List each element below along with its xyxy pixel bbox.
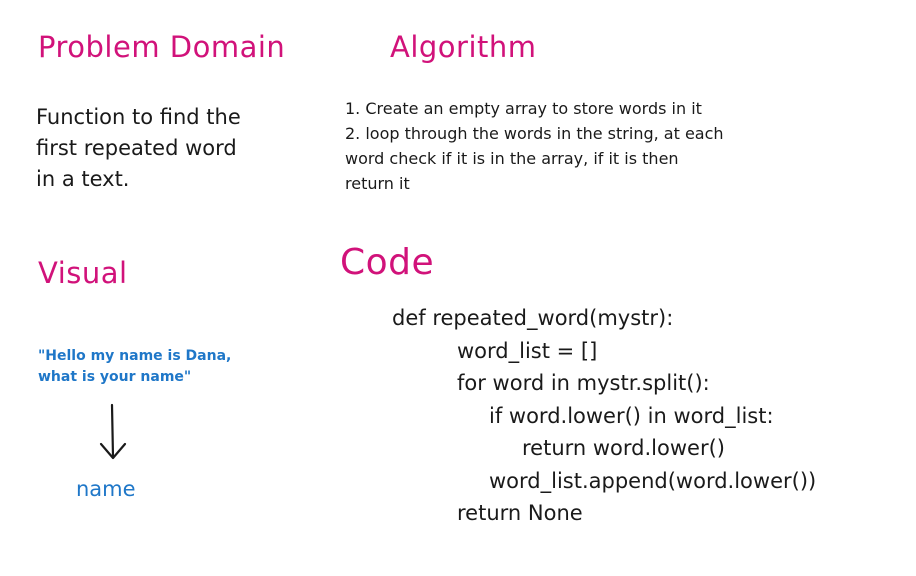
code-line: return word.lower() [522, 436, 725, 460]
arrow-down-icon [99, 403, 127, 460]
algorithm-line: 2. loop through the words in the string,… [345, 124, 724, 143]
code-heading: Code [340, 242, 435, 283]
problem-domain-line: in a text. [36, 167, 130, 191]
algorithm-line: return it [345, 174, 410, 193]
algorithm-steps: 1. Create an empty array to store words … [345, 96, 905, 196]
code-block: def repeated_word(mystr): word_list = []… [392, 302, 816, 530]
code-line: for word in mystr.split(): [457, 371, 710, 395]
code-line: word_list = [] [457, 338, 598, 363]
visual-input-string: "Hello my name is Dana, what is your nam… [38, 346, 231, 388]
visual-input-line: "Hello my name is Dana, [38, 348, 232, 364]
code-line: if word.lower() in word_list: [489, 403, 774, 428]
algorithm-heading: Algorithm [390, 30, 537, 64]
problem-domain-line: first repeated word [36, 136, 237, 160]
visual-heading: Visual [38, 256, 128, 290]
code-line: def repeated_word(mystr): [392, 306, 674, 330]
code-line: return None [457, 501, 583, 525]
algorithm-line: 1. Create an empty array to store words … [345, 99, 702, 118]
problem-domain-heading: Problem Domain [38, 30, 286, 64]
problem-domain-text: Function to find the first repeated word… [36, 102, 316, 195]
algorithm-line: word check if it is in the array, if it … [345, 149, 679, 168]
problem-domain-line: Function to find the [36, 105, 241, 129]
visual-output-word: name [76, 477, 136, 501]
visual-input-line: what is your name" [38, 369, 192, 385]
code-line: word_list.append(word.lower()) [489, 468, 817, 493]
